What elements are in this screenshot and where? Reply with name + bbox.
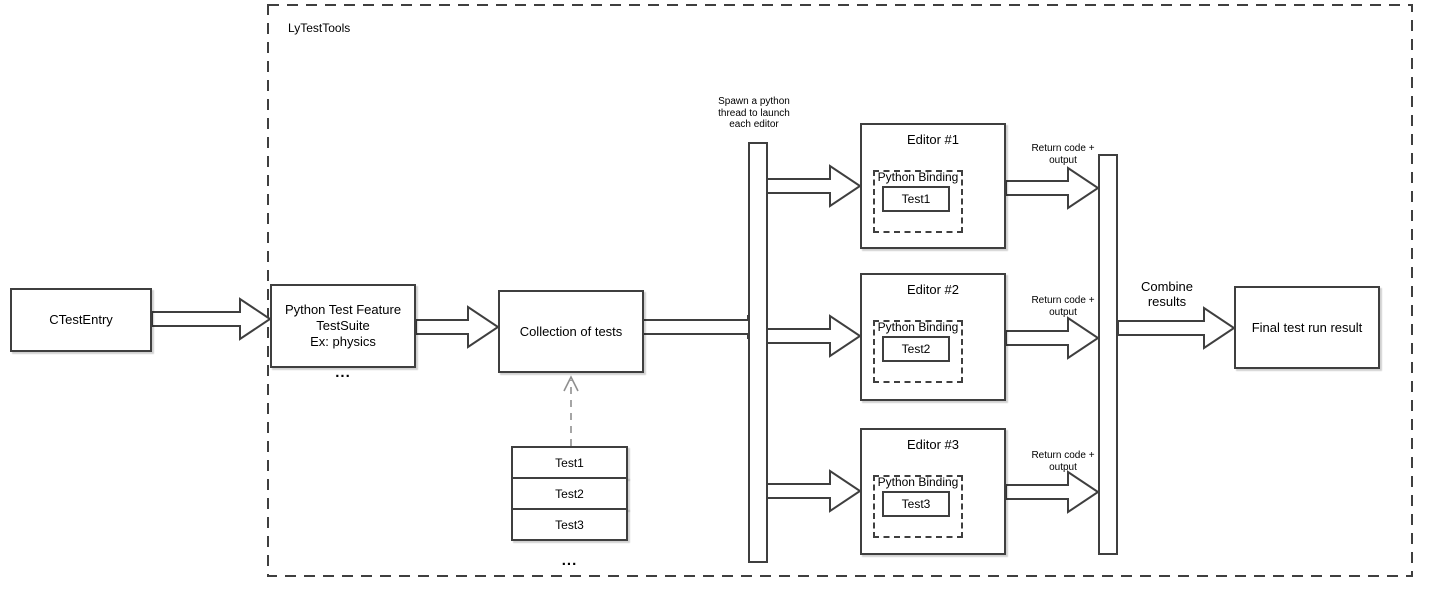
ctestentry-node: CTestEntry: [10, 288, 152, 352]
arrow-bar-to-editor2: [766, 314, 862, 358]
return3-line1: Return code +: [1031, 450, 1095, 461]
editor1-test-box: Test1: [882, 186, 950, 212]
connector-collection-to-spawn-bar: [644, 315, 749, 339]
combine-results-bar: [1098, 154, 1118, 555]
collection-label: Collection of tests: [519, 323, 623, 339]
combine-results-annotation: Combine results: [1117, 279, 1217, 309]
feature-line3: Ex: physics: [310, 334, 376, 349]
final-result-node: Final test run result: [1234, 286, 1380, 369]
python-test-feature-node: Python Test Feature TestSuite Ex: physic…: [270, 284, 416, 368]
combine-line1: Combine: [1140, 279, 1194, 294]
lytesttools-dashed-border: [267, 4, 1413, 577]
editor2-test-label: Test2: [901, 342, 931, 356]
editor3-title: Editor #3: [906, 437, 960, 452]
editor1-node: Editor #1 Python Binding Test1: [860, 123, 1006, 249]
arrow-editor1-to-combine-bar: [1005, 166, 1100, 210]
test3-label: Test3: [555, 517, 584, 532]
editor1-test-label: Test1: [901, 192, 931, 206]
return2-line2: output: [1049, 306, 1077, 318]
arrow-feature-to-collection: [415, 305, 500, 349]
editor3-python-binding: Python Binding Test3: [873, 475, 963, 538]
editor1-title: Editor #1: [906, 132, 960, 147]
arrow-editor3-to-combine-bar: [1005, 470, 1100, 514]
test-stack-item: Test1: [511, 446, 628, 479]
return-code-annotation-1: Return code + output: [1018, 143, 1108, 166]
return-code-annotation-3: Return code + output: [1018, 450, 1108, 473]
editor3-node: Editor #3 Python Binding Test3: [860, 428, 1006, 555]
feature-line2: TestSuite: [316, 318, 370, 333]
editor3-test-label: Test3: [901, 497, 931, 511]
test-stack-ellipsis: ...: [561, 552, 578, 569]
editor2-binding-label: Python Binding: [877, 320, 959, 334]
spawn-line1: Spawn a python: [718, 96, 790, 107]
test-stack-item: Test3: [511, 508, 628, 541]
editor1-python-binding: Python Binding Test1: [873, 170, 963, 233]
ctestentry-label: CTestEntry: [49, 312, 113, 327]
feature-ellipsis: ...: [335, 364, 351, 381]
spawn-line3: each editor: [729, 119, 779, 130]
return-code-annotation-2: Return code + output: [1018, 295, 1108, 318]
editor2-node: Editor #2 Python Binding Test2: [860, 273, 1006, 401]
test-stack-item: Test2: [511, 477, 628, 510]
feature-line1: Python Test Feature: [284, 302, 402, 317]
editor3-test-box: Test3: [882, 491, 950, 517]
arrow-ctestentry-to-feature: [151, 297, 272, 341]
return1-line2: output: [1049, 154, 1077, 166]
editor1-binding-label: Python Binding: [877, 170, 959, 184]
combine-line2: results: [1147, 294, 1187, 309]
editor2-test-box: Test2: [882, 336, 950, 362]
final-result-label: Final test run result: [1251, 319, 1363, 335]
spawn-thread-bar: [748, 142, 768, 563]
editor2-python-binding: Python Binding Test2: [873, 320, 963, 383]
spawn-line2: thread to launch: [718, 107, 790, 119]
dashed-arrowhead-icon: [563, 375, 579, 392]
test1-label: Test1: [555, 455, 584, 470]
lytesttools-label: LyTestTools: [288, 21, 351, 35]
arrow-editor2-to-combine-bar: [1005, 316, 1100, 360]
editor3-binding-label: Python Binding: [877, 475, 959, 489]
editor2-title: Editor #2: [906, 282, 960, 297]
collection-of-tests-node: Collection of tests: [498, 290, 644, 373]
test-stack: Test1 Test2 Test3: [511, 446, 628, 541]
arrow-bar-to-final-result: [1117, 306, 1236, 350]
return2-line1: Return code +: [1031, 295, 1095, 306]
arrow-bar-to-editor3: [766, 469, 862, 513]
return3-line2: output: [1049, 461, 1077, 473]
test2-label: Test2: [555, 486, 584, 501]
spawn-annotation: Spawn a python thread to launch each edi…: [704, 96, 804, 131]
return1-line1: Return code +: [1031, 143, 1095, 154]
arrow-bar-to-editor1: [766, 164, 862, 208]
